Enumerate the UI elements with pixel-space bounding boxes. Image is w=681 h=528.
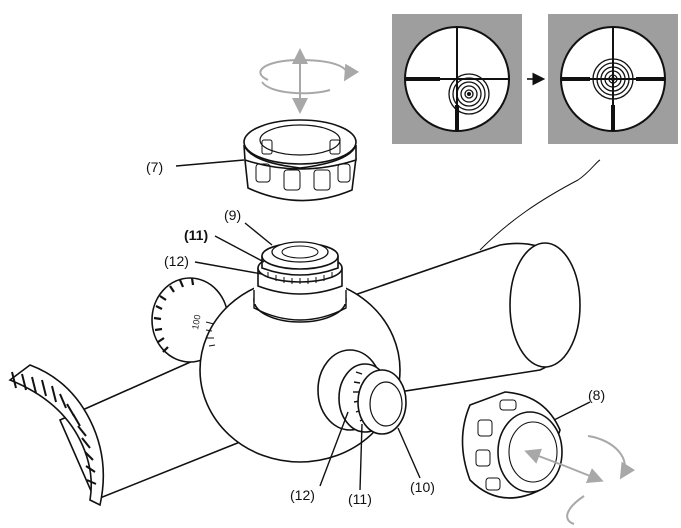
reticle-centered-icon [548,14,678,144]
side-cap [461,391,563,499]
top-turret-rings [257,241,343,295]
dial-scale-value: 100 [190,314,202,331]
rotate-vertical-icon [259,48,360,114]
label-side-ring-11: (11) [348,491,372,507]
side-turret-rings [317,349,407,435]
top-cap [243,119,357,202]
label-side-ring-12: (12) [290,487,315,503]
leader-lines [175,159,591,491]
label-side-ring-10: (10) [410,479,435,495]
label-cap-top: (7) [146,159,163,175]
rotate-horizontal-icon [524,435,636,525]
label-top-ring-12: (12) [164,253,189,269]
label-cap-side: (8) [588,387,605,403]
label-top-ring-11: (11) [184,227,208,243]
label-top-ring-9: (9) [224,207,241,223]
reticle-offcenter-icon [392,14,522,144]
